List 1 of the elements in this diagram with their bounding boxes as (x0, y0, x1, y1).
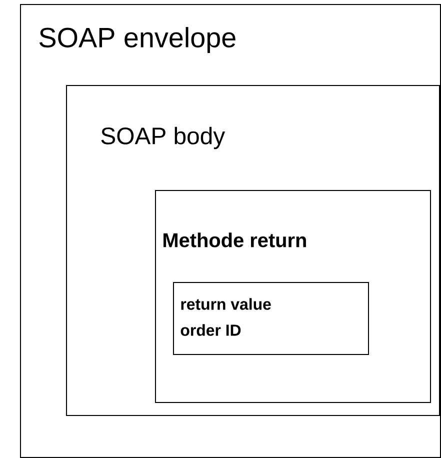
value-box: return value order ID (173, 282, 369, 355)
